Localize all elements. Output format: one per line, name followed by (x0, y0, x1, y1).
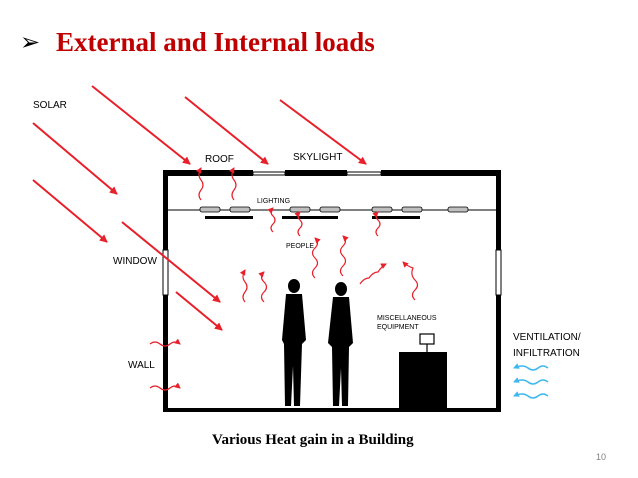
label-lighting: LIGHTING (257, 198, 290, 205)
heat-wave (339, 235, 349, 277)
solar-arrow (32, 122, 118, 195)
equipment-cabinet (399, 352, 447, 408)
skylight-frame (252, 171, 286, 176)
solar-arrow (91, 85, 191, 165)
air-wave (513, 377, 549, 385)
light-panel (282, 216, 338, 219)
light-fixture (199, 206, 221, 213)
solar-arrows (32, 85, 367, 331)
slide-title-row: ➢ External and Internal loads (20, 22, 375, 62)
roof-segment (285, 170, 347, 176)
solar-arrow (32, 179, 108, 243)
label-misc-1: MISCELLANEOUS (377, 315, 437, 322)
lighting-fixtures (168, 206, 496, 219)
right-wall (496, 170, 501, 250)
light-panel (205, 216, 253, 219)
heat-wave (239, 269, 248, 303)
label-people: PEOPLE (286, 243, 314, 250)
light-fixture (229, 206, 251, 213)
left-wall (163, 295, 168, 412)
roof-segment (381, 170, 501, 176)
air-wave (513, 391, 549, 399)
heat-wave (149, 338, 181, 347)
right-wall (496, 295, 501, 412)
people-silhouettes (282, 279, 353, 406)
person-silhouette (282, 279, 306, 406)
light-fixture (289, 206, 311, 213)
heat-wave (402, 261, 419, 301)
solar-arrow (175, 291, 223, 331)
light-fixture (401, 206, 423, 213)
heat-wave (195, 167, 204, 201)
label-misc-2: EQUIPMENT (377, 324, 419, 331)
heat-wave (258, 271, 268, 303)
diagram-labels: SOLAR ROOF SKYLIGHT LIGHTING PEOPLE WIND… (33, 100, 581, 371)
solar-arrow (184, 96, 269, 165)
light-fixture (319, 206, 341, 213)
ventilation-waves (513, 363, 549, 399)
label-wall: WALL (128, 360, 155, 371)
heat-wave (311, 237, 321, 279)
label-ventilation-1: VENTILATION/ (513, 332, 581, 343)
heat-wave (149, 382, 181, 391)
equipment (399, 333, 447, 408)
building-structure (162, 170, 502, 412)
solar-arrow (279, 99, 367, 165)
label-roof: ROOF (205, 154, 234, 165)
vent-pane (495, 249, 502, 296)
air-wave (513, 363, 549, 371)
label-solar: SOLAR (33, 100, 67, 111)
person-silhouette (328, 282, 353, 406)
light-panel (372, 216, 420, 219)
heat-waves (149, 167, 419, 391)
figure-caption: Various Heat gain in a Building (212, 432, 414, 448)
label-window: WINDOW (113, 256, 157, 267)
light-fixture (371, 206, 393, 213)
heat-wave (294, 211, 303, 237)
arrow-bullet-icon: ➢ (20, 28, 41, 56)
roof-segment (163, 170, 253, 176)
left-wall (163, 170, 168, 250)
label-skylight: SKYLIGHT (293, 152, 342, 163)
light-fixture (447, 206, 469, 213)
heat-wave (267, 207, 276, 233)
floor (163, 408, 501, 412)
label-ventilation-2: INFILTRATION (513, 348, 580, 359)
page-number: 10 (595, 452, 606, 462)
solar-arrow (121, 221, 221, 303)
heat-wave (228, 167, 237, 201)
slide-title: External and Internal loads (56, 26, 375, 57)
skylight-frame (346, 171, 382, 176)
equipment-monitor (419, 333, 435, 345)
heat-wave (359, 263, 387, 285)
heat-wave (372, 211, 381, 237)
